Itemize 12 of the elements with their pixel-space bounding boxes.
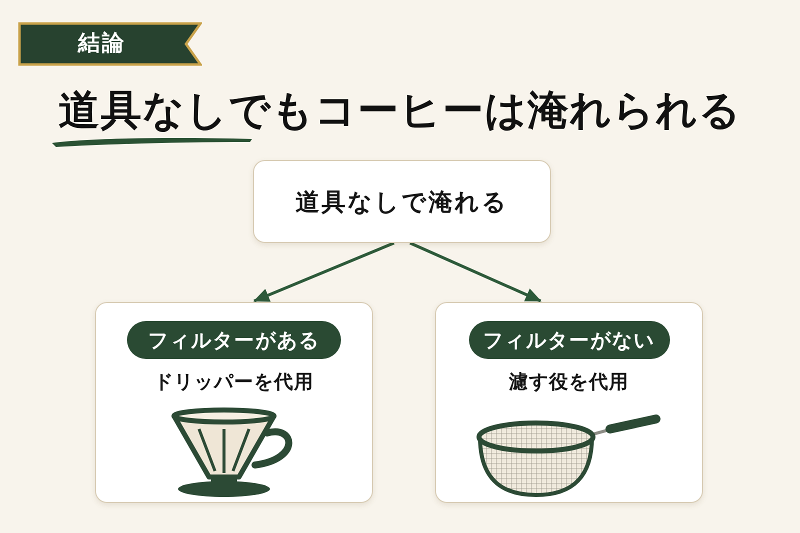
card-caption: ドリッパーを代用 [154, 370, 314, 395]
condition-pill: フィルターがない [468, 321, 670, 359]
card-caption: 濾す役を代用 [509, 370, 629, 395]
option-card [95, 302, 373, 503]
arrow [253, 242, 395, 302]
option-card [435, 302, 703, 503]
condition-pill: フィルターがある [127, 321, 341, 359]
ribbon-banner [18, 22, 202, 66]
title-heading: 道具なしでもコーヒーは淹れられる [58, 85, 742, 136]
arrow [409, 242, 542, 302]
banner-label: 結論 [78, 33, 126, 55]
process-box: 道具なしで淹れる [253, 160, 551, 243]
